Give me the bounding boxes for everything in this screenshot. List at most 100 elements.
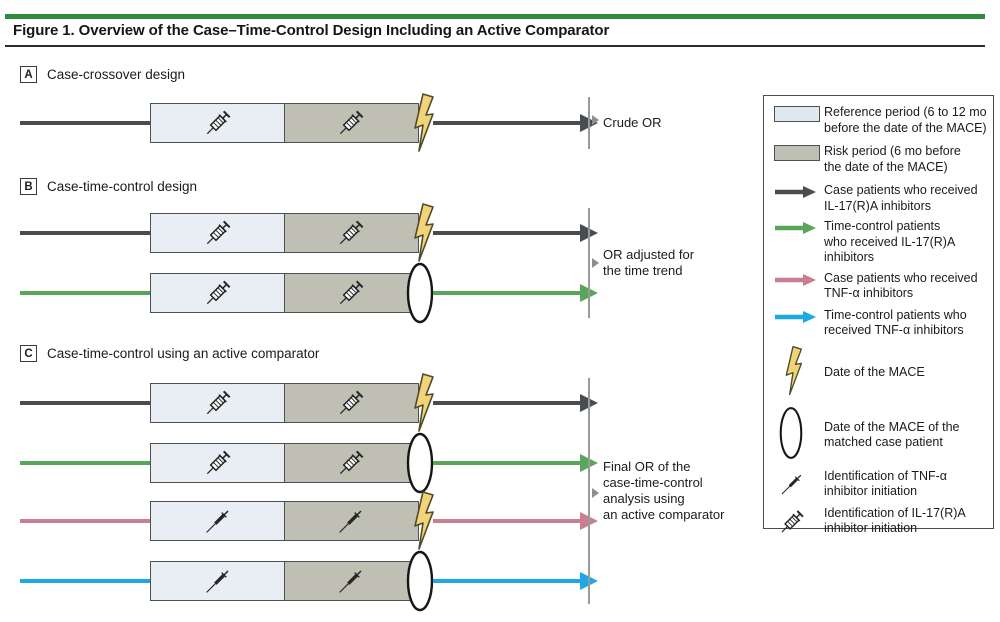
il17-syringe-icon <box>201 386 235 420</box>
result-bracket-line <box>588 378 590 604</box>
risk-period-box <box>283 273 419 313</box>
risk-period-box <box>283 213 419 253</box>
il17-syringe-icon <box>334 276 368 310</box>
legend-text-line: Reference period (6 to 12 mo <box>824 105 987 119</box>
legend-item-timecontrol-tnf: Time-control patients who received TNF-α… <box>774 308 987 339</box>
tnf-syringe-icon <box>201 504 235 538</box>
il17-syringe-icon <box>201 216 235 250</box>
panel-c-title: Case-time-control using an active compar… <box>47 346 320 361</box>
timeline-segment <box>433 461 582 465</box>
timeline-segment <box>433 121 582 125</box>
result-line: an active comparator <box>603 507 725 522</box>
timeline-segment <box>20 291 150 295</box>
legend-text-line: Identification of IL-17(R)A <box>824 505 966 520</box>
timeline-c-case-tnf <box>20 491 600 551</box>
il17-syringe-icon <box>201 106 235 140</box>
timeline-segment <box>20 401 150 405</box>
result-a-label: Crude OR <box>603 97 662 149</box>
risk-period-box <box>283 501 419 541</box>
timeline-c-timecontrol-tnf <box>20 551 600 611</box>
matched-mace-ellipse-icon <box>779 406 803 460</box>
timeline-segment <box>433 401 582 405</box>
case-tnf-arrow-icon <box>774 272 816 288</box>
panel-a-letter: A <box>20 66 37 83</box>
legend-text-line: IL-17(R)A inhibitors <box>824 198 931 213</box>
matched-mace-ellipse-icon <box>406 432 434 494</box>
timeline-segment <box>433 519 582 523</box>
timeline-segment <box>20 519 150 523</box>
tnf-syringe-icon <box>334 564 368 598</box>
reference-period-box <box>150 501 285 541</box>
result-caret-icon <box>592 258 599 268</box>
legend-text-line: before the date of the MACE) <box>824 120 987 135</box>
il17-syringe-icon <box>201 446 235 480</box>
legend-item-reference-period: Reference period (6 to 12 mo before the … <box>774 105 987 136</box>
panel-b-title: Case-time-control design <box>47 179 198 194</box>
mace-lightning-icon <box>782 345 804 397</box>
legend-text-line: inhibitor initiation <box>824 521 918 535</box>
timeline-c-timecontrol-il17 <box>20 433 600 493</box>
legend-item-matched-mace-date: Date of the MACE of the matched case pat… <box>774 406 987 465</box>
legend-item-case-il17: Case patients who received IL-17(R)A inh… <box>774 183 987 214</box>
result-line: analysis using <box>603 491 685 506</box>
il17-syringe-icon <box>334 386 368 420</box>
panel-a-title: Case-crossover design <box>47 67 186 82</box>
legend-text-line: who received IL-17(R)A <box>824 234 956 249</box>
legend-item-case-tnf: Case patients who received TNF-α inhibit… <box>774 271 987 302</box>
risk-period-box <box>283 103 419 143</box>
risk-period-box <box>283 443 419 483</box>
panel-c-header: C Case-time-control using an active comp… <box>20 345 319 362</box>
panel-b-letter: B <box>20 178 37 195</box>
timecontrol-il17-arrow-icon <box>774 220 816 236</box>
reference-period-swatch-icon <box>774 106 820 122</box>
legend-item-il17-syringe: Identification of IL-17(R)A inhibitor in… <box>774 506 987 543</box>
reference-period-box <box>150 103 285 143</box>
il17-syringe-icon <box>201 276 235 310</box>
reference-period-box <box>150 561 285 601</box>
il17-syringe-icon <box>776 506 808 538</box>
reference-period-box <box>150 443 285 483</box>
legend-text-line: matched case patient <box>824 435 943 449</box>
result-bracket-line <box>588 208 590 318</box>
timeline-segment <box>20 579 150 583</box>
panel-b-header: B Case-time-control design <box>20 178 197 195</box>
legend-text-line: Identification of TNF-α <box>824 468 948 483</box>
figure-accent-bar <box>5 14 985 19</box>
legend-text-line: the date of the MACE) <box>824 159 948 174</box>
result-line: Final OR of the <box>603 459 691 474</box>
legend-item-risk-period: Risk period (6 mo before the date of the… <box>774 144 987 175</box>
panel-a-header: A Case-crossover design <box>20 66 185 83</box>
il17-syringe-icon <box>334 106 368 140</box>
legend-text-line: Risk period (6 mo before <box>824 144 961 158</box>
timeline-segment <box>20 121 150 125</box>
legend-text-line: inhibitor initiation <box>824 484 918 498</box>
reference-period-box <box>150 213 285 253</box>
timeline-segment <box>433 231 582 235</box>
legend-text-line: inhibitors <box>824 250 875 264</box>
risk-period-swatch-icon <box>774 145 820 161</box>
panel-c-letter: C <box>20 345 37 362</box>
result-b-label: OR adjusted for the time trend <box>603 208 694 318</box>
case-il17-arrow-icon <box>774 184 816 200</box>
figure-title: Figure 1. Overview of the Case–Time-Cont… <box>13 22 610 39</box>
timeline-a-case-il17 <box>20 93 600 153</box>
timeline-segment <box>433 579 582 583</box>
timeline-b-timecontrol-il17 <box>20 263 600 323</box>
timeline-b-case-il17 <box>20 203 600 263</box>
legend-text-line: Date of the MACE <box>824 365 925 380</box>
tnf-syringe-icon <box>334 504 368 538</box>
legend-item-mace-date: Date of the MACE <box>774 345 987 402</box>
tnf-syringe-icon <box>777 469 807 499</box>
timecontrol-tnf-arrow-icon <box>774 309 816 325</box>
reference-period-box <box>150 273 285 313</box>
result-line: the time trend <box>603 263 683 278</box>
result-line: case-time-control <box>603 475 703 490</box>
timeline-segment <box>20 461 150 465</box>
legend-text-line: TNF-α inhibitors <box>824 286 914 300</box>
legend-item-timecontrol-il17: Time-control patients who received IL-17… <box>774 219 987 266</box>
result-caret-icon <box>592 488 599 498</box>
legend-text-line: received TNF-α inhibitors <box>824 323 964 337</box>
timeline-segment <box>20 231 150 235</box>
risk-period-box <box>283 561 419 601</box>
